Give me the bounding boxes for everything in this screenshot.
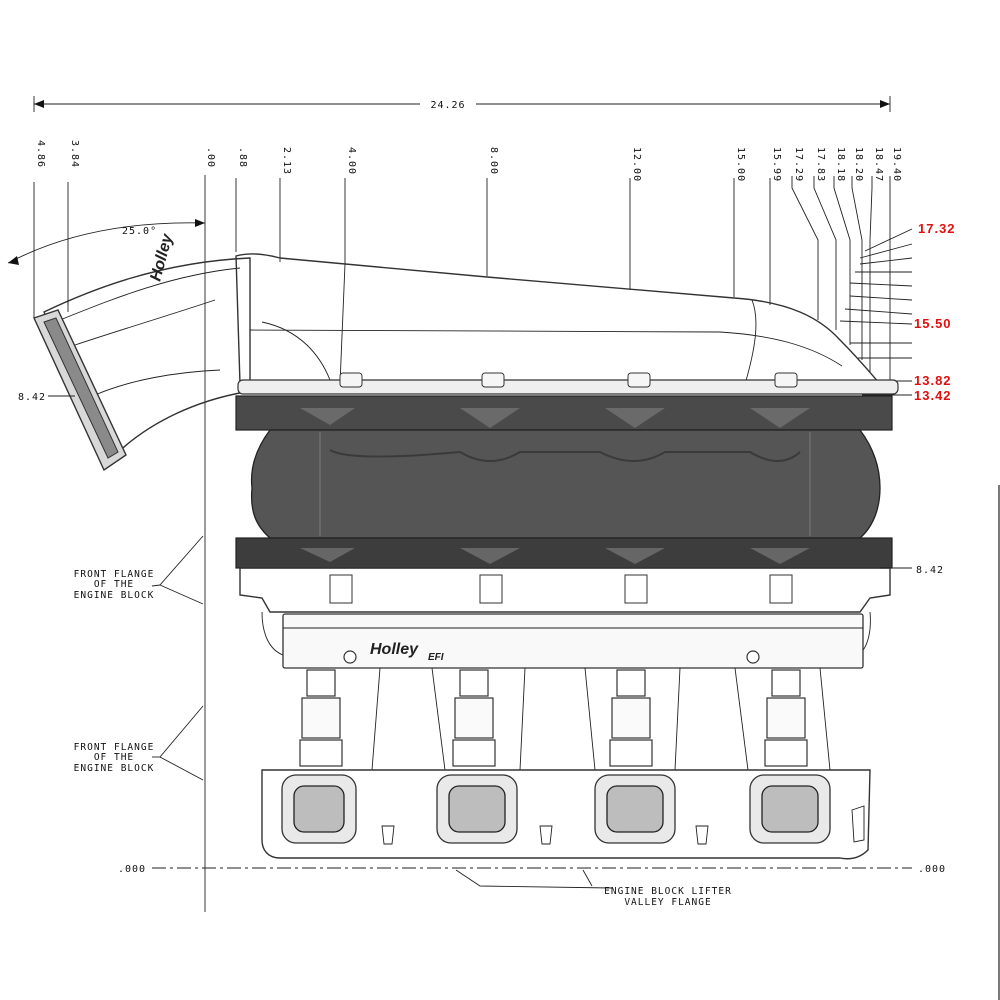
top-dim-label-4-00: 4.00 [346, 147, 357, 175]
baseline: .000 .000 [118, 864, 946, 875]
front-flange-lower-line-1: FRONT FLANGE [74, 742, 155, 753]
baseline-left-label: .000 [118, 864, 146, 875]
left-dimension: 8.42 [18, 392, 75, 403]
throttle-elbow: Holley [33, 231, 251, 472]
top-dim-label-00: .00 [205, 147, 216, 168]
intake-port-4 [749, 774, 831, 844]
intake-port-1 [281, 774, 357, 844]
top-dim-label-4-86: 4.86 [35, 140, 46, 168]
top-dim-label-18-20: 18.20 [853, 147, 864, 182]
top-dim-label-17-83: 17.83 [815, 147, 826, 182]
overall-width-label: 24.26 [430, 100, 465, 111]
valley-note-line-2: VALLEY FLANGE [624, 897, 711, 908]
front-flange-lower-line-2: OF THE [94, 752, 134, 763]
top-dim-label-2-13: 2.13 [281, 147, 292, 175]
injector-4 [764, 669, 808, 767]
top-dim-label-0-88: .88 [237, 147, 248, 168]
height-callouts: 17.32 15.50 13.82 13.42 [914, 221, 956, 403]
front-flange-note-upper: FRONT FLANGE OF THE ENGINE BLOCK [74, 535, 204, 605]
overall-width-dimension: 24.26 [33, 96, 891, 112]
angle-dimension: 25.0° [7, 219, 206, 265]
right-dimension-label: 8.42 [916, 565, 944, 576]
height-callout-ticks [839, 228, 913, 396]
plenum-shell [235, 253, 882, 385]
height-callout-17-32: 17.32 [918, 221, 956, 236]
rail-brand-suffix: EFI [428, 652, 444, 663]
top-dimension-labels-main: .00 .88 2.13 4.00 8.00 12.00 15.00 15.99… [205, 147, 902, 182]
fuel-rail: Holley EFI [282, 613, 864, 669]
front-flange-lower-line-3: ENGINE BLOCK [74, 763, 155, 774]
top-dim-label-8-00: 8.00 [488, 147, 499, 175]
rail-brand-logo: Holley [370, 641, 419, 658]
height-callout-13-42: 13.42 [914, 388, 952, 403]
front-flange-upper-line-1: FRONT FLANGE [74, 569, 155, 580]
right-dimension: 8.42 [880, 565, 944, 576]
upper-rim [237, 372, 899, 395]
injector-3 [609, 669, 653, 767]
height-callout-15-50: 15.50 [914, 316, 952, 331]
front-flange-upper-line-2: OF THE [94, 579, 134, 590]
front-flange-note-lower: FRONT FLANGE OF THE ENGINE BLOCK [74, 705, 204, 781]
spacer-body [235, 395, 893, 569]
intake-port-2 [436, 774, 518, 844]
baseline-right-label: .000 [918, 864, 946, 875]
front-flange-upper-line-3: ENGINE BLOCK [74, 590, 155, 601]
injector-1 [299, 669, 343, 767]
port-base [261, 769, 871, 860]
intake-port-3 [594, 774, 676, 844]
throttle-brand-logo: Holley [147, 231, 176, 283]
top-dim-label-18-18: 18.18 [835, 147, 846, 182]
injector-2 [452, 669, 496, 767]
top-dim-label-17-29: 17.29 [793, 147, 804, 182]
top-dimension-labels-left: 4.86 3.84 [33, 140, 80, 318]
lower-flange [239, 567, 891, 656]
height-callout-13-82: 13.82 [914, 373, 952, 388]
top-dim-label-19-40: 19.40 [891, 147, 902, 182]
top-dim-label-15-99: 15.99 [771, 147, 782, 182]
left-dimension-label: 8.42 [18, 392, 46, 403]
top-dimension-leaders [204, 175, 891, 912]
top-dim-label-18-47: 18.47 [873, 147, 884, 182]
top-dim-label-3-84: 3.84 [69, 140, 80, 168]
top-dim-label-15-00: 15.00 [735, 147, 746, 182]
valley-note-line-1: ENGINE BLOCK LIFTER [604, 886, 732, 897]
top-dim-label-12-00: 12.00 [631, 147, 642, 182]
injectors [299, 667, 831, 771]
valley-flange-note: ENGINE BLOCK LIFTER VALLEY FLANGE [455, 869, 732, 908]
angle-label: 25.0° [122, 226, 157, 237]
